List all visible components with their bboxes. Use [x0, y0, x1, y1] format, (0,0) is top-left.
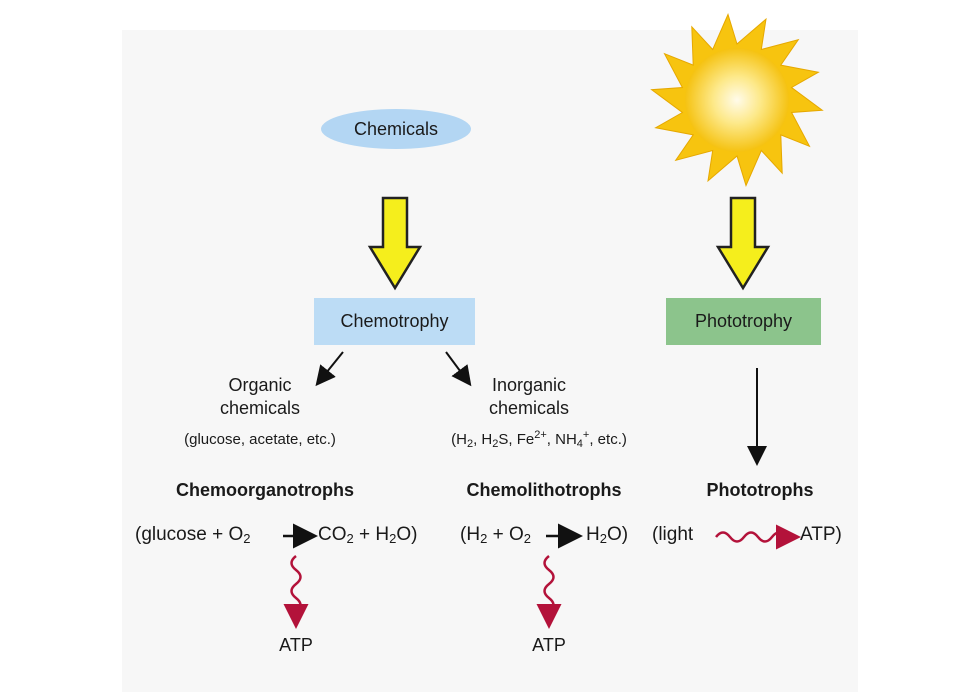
inorganic-line2: chemicals [488, 398, 570, 418]
inorganic-line1: Inorganic [491, 375, 567, 395]
arrow-to-inorganic [445, 351, 472, 387]
atp-label-litho: ATP [532, 635, 566, 655]
atp-label-organo: ATP [279, 635, 313, 655]
chemolithotrophs-title: Chemolithotrophs [466, 480, 622, 500]
chemoorganotrophs-title: Chemoorganotrophs [176, 480, 354, 500]
big-arrow-light [715, 196, 771, 291]
chemicals-label: Chemicals [353, 118, 439, 139]
phototrophy-label: Phototrophy [694, 311, 793, 331]
organic-line1: Organic [228, 375, 292, 395]
organic-chemicals-label: Organic chemicals [195, 374, 325, 420]
equation-organo-left: (glucose + O2 [135, 524, 251, 546]
organic-examples: (glucose, acetate, etc.) [184, 431, 336, 448]
sun-icon [650, 13, 824, 187]
equation-organo-right: CO2 + H2O) [318, 524, 418, 546]
phototrophs-title: Phototrophs [706, 480, 814, 500]
inorganic-examples: (H2, H2S, Fe2+, NH4+, etc.) [451, 429, 627, 450]
equation-photo-left: (light [652, 524, 694, 545]
chemotrophy-label: Chemotrophy [340, 311, 449, 331]
big-arrow-chemicals [367, 196, 423, 291]
inorganic-chemicals-label: Inorganic chemicals [464, 374, 594, 420]
organic-line2: chemicals [219, 398, 301, 418]
squiggle-arrow-organo [283, 555, 309, 629]
chemotrophy-box: Chemotrophy [314, 298, 475, 345]
chemicals-node: Chemicals [321, 109, 471, 149]
equation-litho-right: H2O) [586, 524, 629, 546]
arrow-to-organic [315, 351, 344, 387]
equation-litho-left: (H2 + O2 [460, 524, 531, 546]
equation-photo-right: ATP) [800, 524, 842, 545]
squiggle-arrow-litho [536, 555, 562, 629]
squiggle-arrow-photo [715, 524, 801, 550]
phototrophy-box: Phototrophy [666, 298, 821, 345]
